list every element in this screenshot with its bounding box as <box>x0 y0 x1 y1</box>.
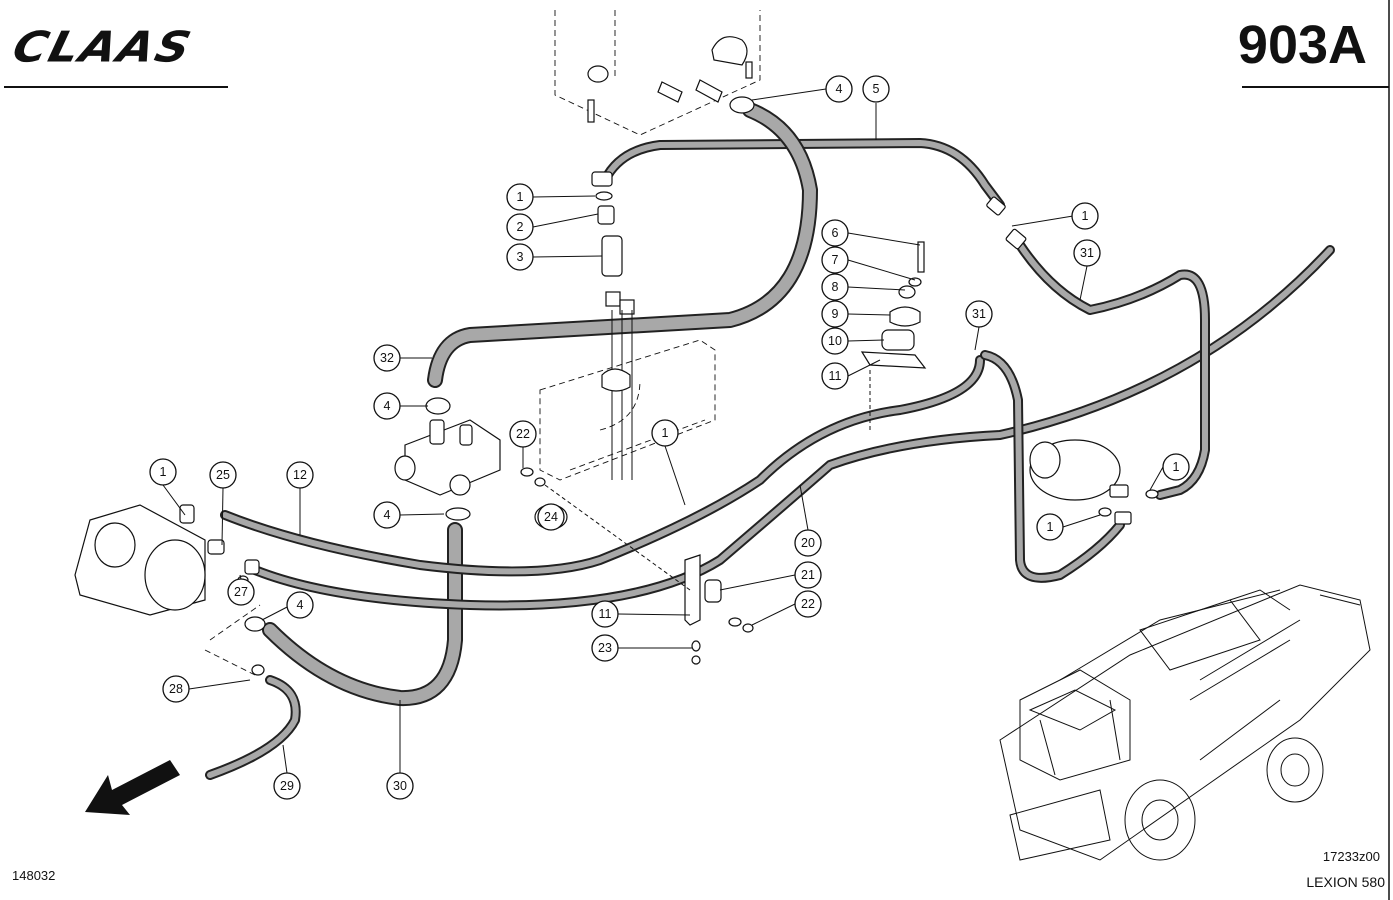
callout-label: 7 <box>832 253 839 267</box>
sheet-number: 903A <box>1237 15 1367 75</box>
callout-label: 22 <box>801 597 815 611</box>
callout-label: 27 <box>234 585 248 599</box>
hose-5 <box>591 138 1006 216</box>
header-rule-left <box>4 86 228 88</box>
callout-3: 3 <box>506 243 534 271</box>
callout-label: 23 <box>598 641 612 655</box>
callout-27: 27 <box>227 578 255 606</box>
callout-label: 11 <box>829 369 842 383</box>
callout-label: 6 <box>832 226 839 240</box>
callout-label: 1 <box>517 190 524 204</box>
callout-29: 29 <box>273 772 301 800</box>
clamp-bracket-upper <box>860 241 927 369</box>
callout-label: 10 <box>828 334 842 348</box>
callout-10: 10 <box>821 327 849 355</box>
callout-label: 4 <box>297 598 304 612</box>
callout-6: 6 <box>821 219 849 247</box>
mounting-plate-outline <box>539 339 716 481</box>
callout-label: 9 <box>832 307 839 321</box>
hose-31-lower <box>980 350 1125 583</box>
callout-label: 25 <box>216 468 230 482</box>
direction-arrow <box>85 760 180 815</box>
callout-label: 8 <box>832 280 839 294</box>
callout-22: 22 <box>509 420 537 448</box>
callout-1: 1 <box>651 419 679 447</box>
callout-31: 31 <box>1073 239 1101 267</box>
callout-label: 1 <box>160 465 167 479</box>
callout-label: 21 <box>801 568 815 582</box>
callout-11: 11 <box>821 362 849 390</box>
callout-4: 4 <box>373 501 401 529</box>
callout-1: 1 <box>1036 513 1064 541</box>
callout-25: 25 <box>209 461 237 489</box>
callout-label: 2 <box>517 220 524 234</box>
callout-11: 11 <box>591 600 619 628</box>
header-rule-right <box>1242 86 1389 88</box>
top-fittings <box>587 36 753 123</box>
fitting-stack <box>595 191 635 480</box>
callout-7: 7 <box>821 246 849 274</box>
callout-4: 4 <box>373 392 401 420</box>
callout-22: 22 <box>794 590 822 618</box>
callout-label: 24 <box>544 510 558 524</box>
callout-21: 21 <box>794 561 822 589</box>
callout-5: 5 <box>862 75 890 103</box>
callout-label: 1 <box>1082 209 1089 223</box>
callout-28: 28 <box>162 675 190 703</box>
callout-label: 1 <box>1173 460 1180 474</box>
callout-label: 20 <box>801 536 815 550</box>
callout-label: 28 <box>169 682 183 696</box>
callout-4: 4 <box>286 591 314 619</box>
callout-1: 1 <box>506 183 534 211</box>
callout-30: 30 <box>386 772 414 800</box>
callout-1: 1 <box>1071 202 1099 230</box>
callout-8: 8 <box>821 273 849 301</box>
callout-1: 1 <box>1162 453 1190 481</box>
hose-29 <box>205 664 301 780</box>
reference-code: 17233z00 <box>1322 849 1380 864</box>
callout-label: 5 <box>873 82 880 96</box>
model-name: LEXION 580 <box>1306 874 1385 890</box>
callout-2: 2 <box>506 213 534 241</box>
callout-label: 4 <box>384 399 391 413</box>
valve-block <box>394 397 501 521</box>
callout-4: 4 <box>825 75 853 103</box>
callout-label: 29 <box>280 779 294 793</box>
callout-1: 1 <box>149 458 177 486</box>
callout-label: 12 <box>293 468 307 482</box>
callout-20: 20 <box>794 529 822 557</box>
callout-label: 31 <box>972 307 986 321</box>
hose-12 <box>220 355 985 577</box>
combine-harvester-illustration <box>999 584 1371 861</box>
hose-30 <box>262 522 463 707</box>
callout-label: 11 <box>599 607 612 621</box>
callout-leaders <box>162 88 1164 774</box>
callout-23: 23 <box>591 634 619 662</box>
callout-label: 1 <box>1047 520 1054 534</box>
callout-label: 3 <box>517 250 524 264</box>
drawing-number: 148032 <box>12 868 56 883</box>
hose-32 <box>427 96 818 388</box>
callout-24: 24 <box>537 503 565 531</box>
callout-label: 22 <box>516 427 530 441</box>
tank-outline <box>554 10 761 136</box>
callout-label: 30 <box>393 779 407 793</box>
callout-label: 31 <box>1080 246 1094 260</box>
callout-32: 32 <box>373 344 401 372</box>
callout-31: 31 <box>965 300 993 328</box>
hydraulic-pump <box>74 504 266 676</box>
callout-label: 1 <box>662 426 669 440</box>
callout-label: 32 <box>380 351 394 365</box>
hose-20 <box>250 245 1335 611</box>
callout-12: 12 <box>286 461 314 489</box>
hydraulic-motor <box>1029 439 1159 525</box>
callout-label: 4 <box>836 82 843 96</box>
hose-31-upper <box>1005 228 1210 500</box>
callout-label: 4 <box>384 508 391 522</box>
callout-9: 9 <box>821 300 849 328</box>
